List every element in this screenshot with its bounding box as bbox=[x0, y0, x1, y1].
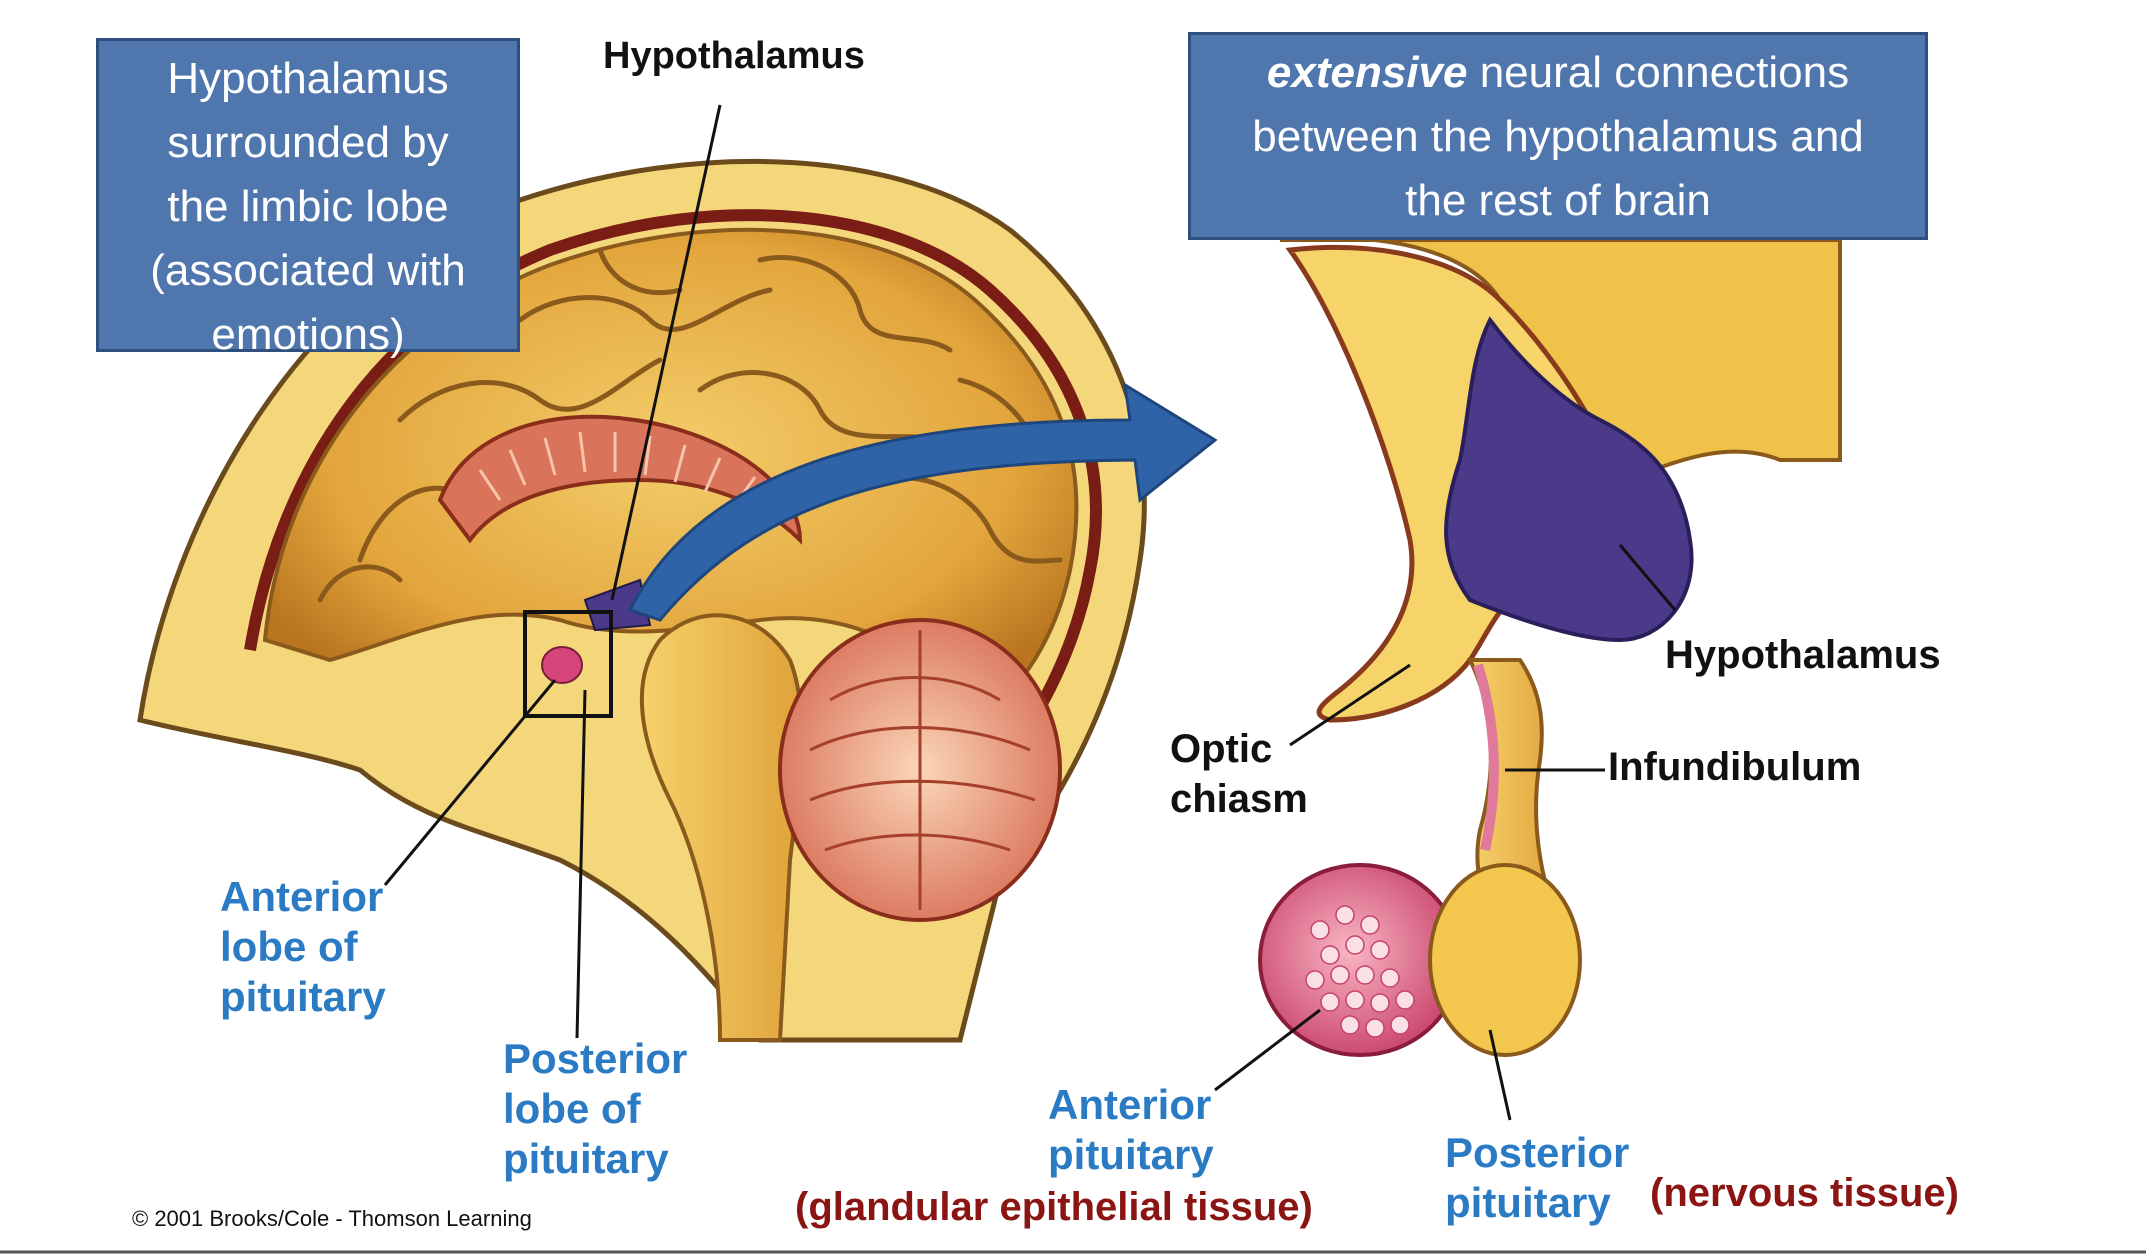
hypothalamus-left-region bbox=[583, 578, 652, 632]
dura-outline bbox=[244, 209, 1102, 824]
connections-line-2: between the hypothalamus and bbox=[1252, 112, 1864, 161]
corpus-callosum bbox=[437, 414, 803, 545]
connections-line-1: extensive neural connections bbox=[1191, 41, 1925, 105]
label-anterior-lobe: Anterior lobe of pituitary bbox=[220, 872, 386, 1022]
connections-emphasis: extensive bbox=[1266, 48, 1468, 97]
hypothalamus-right-region bbox=[1444, 316, 1694, 643]
limbic-line-1: Hypothalamus bbox=[167, 54, 449, 103]
brainstem bbox=[639, 613, 804, 1042]
label-posterior-pituitary: Posterior pituitary bbox=[1445, 1128, 1629, 1228]
anterior-lobe-line-3: pituitary bbox=[220, 973, 386, 1020]
leader-right-hypothalamus bbox=[1618, 544, 1677, 611]
limbic-line-5: emotions) bbox=[211, 310, 405, 359]
limbic-line-2: surrounded by bbox=[167, 118, 449, 167]
label-optic-chiasm: Optic chiasm bbox=[1170, 724, 1308, 824]
label-right-hypothalamus: Hypothalamus bbox=[1665, 633, 1941, 677]
pituitary-inset-box bbox=[523, 610, 613, 718]
anterior-lobe-line-1: Anterior bbox=[220, 873, 384, 920]
leader-optic-chiasm bbox=[1289, 663, 1411, 747]
posterior-lobe-line-1: Posterior bbox=[503, 1035, 688, 1082]
anterior-pituitary-line-2: pituitary bbox=[1048, 1131, 1214, 1178]
enlarged-pituitary-view bbox=[1214, 235, 1842, 1121]
label-anterior-pituitary: Anterior pituitary bbox=[1048, 1080, 1214, 1180]
limbic-line-4: (associated with bbox=[150, 246, 466, 295]
leader-posterior-lobe bbox=[575, 689, 587, 1039]
copyright-notice: © 2001 Brooks/Cole - Thomson Learning bbox=[132, 1206, 532, 1231]
anterior-pituitary-cells bbox=[1305, 905, 1415, 1038]
label-infundibulum: Infundibulum bbox=[1608, 745, 1862, 789]
anterior-pituitary-line-1: Anterior bbox=[1048, 1081, 1212, 1128]
posterior-lobe-line-2: lobe of bbox=[503, 1085, 641, 1132]
cerebellum-folia bbox=[809, 630, 1036, 910]
posterior-pituitary-shape bbox=[1428, 863, 1582, 1057]
leader-left-hypothalamus bbox=[610, 104, 722, 601]
limbic-lobe-callout: Hypothalamus surrounded by the limbic lo… bbox=[96, 38, 520, 359]
posterior-pituitary-line-2: pituitary bbox=[1445, 1179, 1611, 1226]
anterior-lobe-line-2: lobe of bbox=[220, 923, 358, 970]
pituitary-left bbox=[541, 646, 583, 684]
leader-posterior-pituitary bbox=[1488, 1029, 1512, 1121]
label-glandular-tissue: (glandular epithelial tissue) bbox=[795, 1185, 1313, 1229]
posterior-pituitary-line-1: Posterior bbox=[1445, 1129, 1630, 1176]
connections-line-1-rest: neural connections bbox=[1467, 48, 1850, 97]
leader-anterior-lobe bbox=[383, 679, 557, 886]
optic-chiasm-line-1: Optic bbox=[1170, 727, 1273, 771]
label-nervous-tissue: (nervous tissue) bbox=[1650, 1171, 1959, 1215]
limbic-line-3: the limbic lobe bbox=[167, 182, 449, 231]
neural-connections-callout: extensive neural connections between the… bbox=[1188, 32, 1928, 240]
connections-line-3: the rest of brain bbox=[1405, 176, 1711, 225]
leader-anterior-pituitary bbox=[1214, 1008, 1321, 1092]
label-posterior-lobe: Posterior lobe of pituitary bbox=[503, 1034, 687, 1184]
label-left-hypothalamus: Hypothalamus bbox=[603, 35, 865, 77]
posterior-lobe-line-3: pituitary bbox=[503, 1135, 669, 1182]
corpus-callosum-striations bbox=[478, 431, 757, 506]
optic-chiasm-line-2: chiasm bbox=[1170, 777, 1308, 821]
infundibulum-pink-stripe bbox=[1473, 663, 1499, 852]
connection-arrow bbox=[627, 382, 1218, 622]
